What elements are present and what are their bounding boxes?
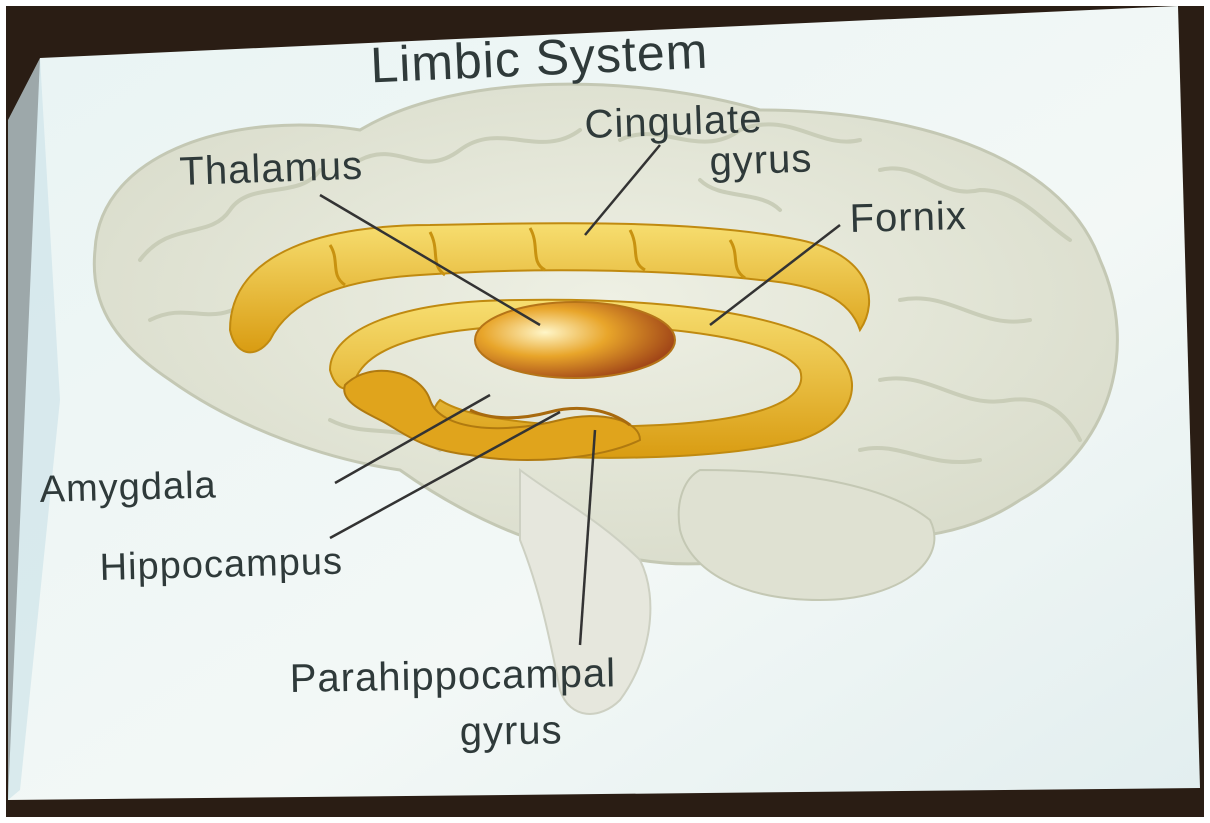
amygdala-label: Amygdala [39, 464, 217, 511]
parahippocampal-gyrus-label-line1: Parahippocampal [289, 651, 616, 701]
parahippocampal-gyrus-label-line2: gyrus [459, 708, 563, 754]
thalamus-label: Thalamus [179, 144, 364, 194]
thalamus-shape [475, 302, 675, 378]
hippocampus-label: Hippocampus [99, 541, 343, 589]
fornix-label: Fornix [849, 194, 967, 241]
cingulate-gyrus-label-line2: gyrus [709, 136, 813, 184]
